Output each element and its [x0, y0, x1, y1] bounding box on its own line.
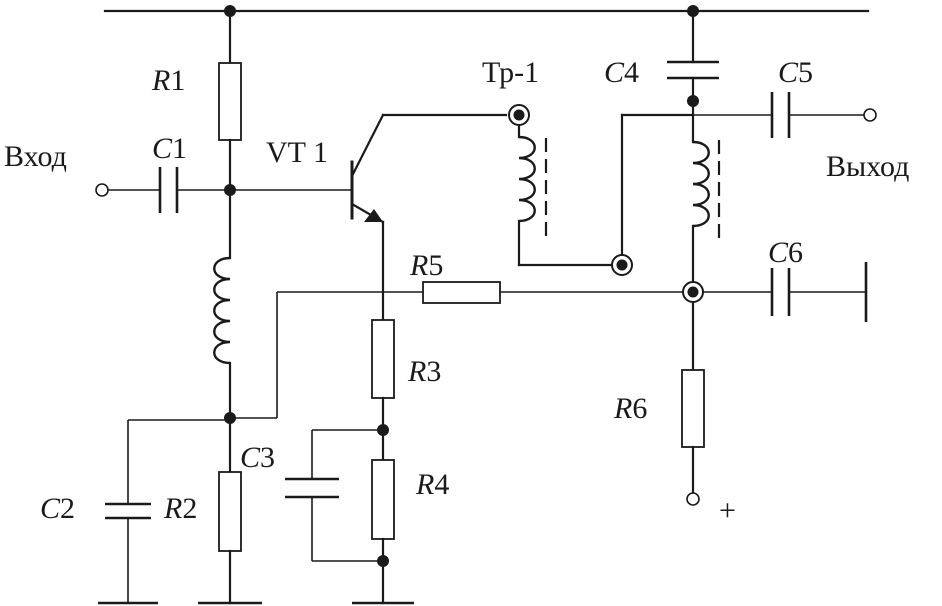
junctions	[224, 5, 699, 567]
input-terminal	[95, 183, 109, 197]
junction-top-right	[687, 5, 699, 17]
c2-branch	[98, 419, 230, 605]
inductor-left	[213, 256, 231, 365]
label-vt1: VT 1	[266, 136, 328, 169]
junction-base	[224, 184, 236, 196]
plus-terminal	[686, 492, 700, 506]
transformer-tp1	[517, 113, 695, 267]
resistor-r1	[218, 62, 242, 141]
resistor-r2	[218, 471, 242, 552]
resistor-r6	[681, 369, 705, 448]
label-r2: R2	[163, 492, 197, 525]
junction-left-lower	[224, 412, 236, 424]
label-r6: R6	[613, 392, 647, 425]
resistor-r5	[422, 281, 501, 304]
output-network	[693, 92, 877, 138]
label-r4: R4	[415, 468, 449, 501]
junction-c4	[687, 95, 699, 107]
left-branch	[198, 9, 262, 605]
c6-branch	[693, 262, 868, 322]
right-branch	[667, 9, 721, 506]
label-c6: C6	[768, 236, 803, 269]
label-input: Вход	[4, 140, 67, 173]
label-r5: R5	[409, 249, 443, 282]
transistor-vt1	[350, 113, 508, 322]
label-c3: C3	[240, 441, 275, 474]
label-tp1: Тр-1	[482, 56, 539, 89]
label-c2: C2	[40, 492, 75, 525]
transformer-primary-coil	[518, 135, 536, 223]
label-r3: R3	[407, 355, 441, 388]
label-c5: C5	[778, 56, 813, 89]
resistor-r4	[371, 459, 395, 540]
junction-r4-bottom	[377, 555, 389, 567]
output-terminal	[863, 108, 877, 122]
input-network	[95, 167, 352, 213]
label-plus: +	[719, 494, 736, 527]
label-c1: C1	[152, 132, 187, 165]
feedback-line	[230, 281, 693, 419]
label-r1: R1	[151, 64, 185, 97]
emitter-network	[285, 319, 414, 605]
inductor-right	[692, 140, 710, 228]
label-output: Выход	[826, 150, 909, 183]
junction-emitter	[377, 424, 389, 436]
winding-terminals	[508, 104, 704, 303]
label-c4: C4	[604, 56, 639, 89]
junction-top-left	[224, 5, 236, 17]
resistor-r3	[371, 319, 395, 399]
